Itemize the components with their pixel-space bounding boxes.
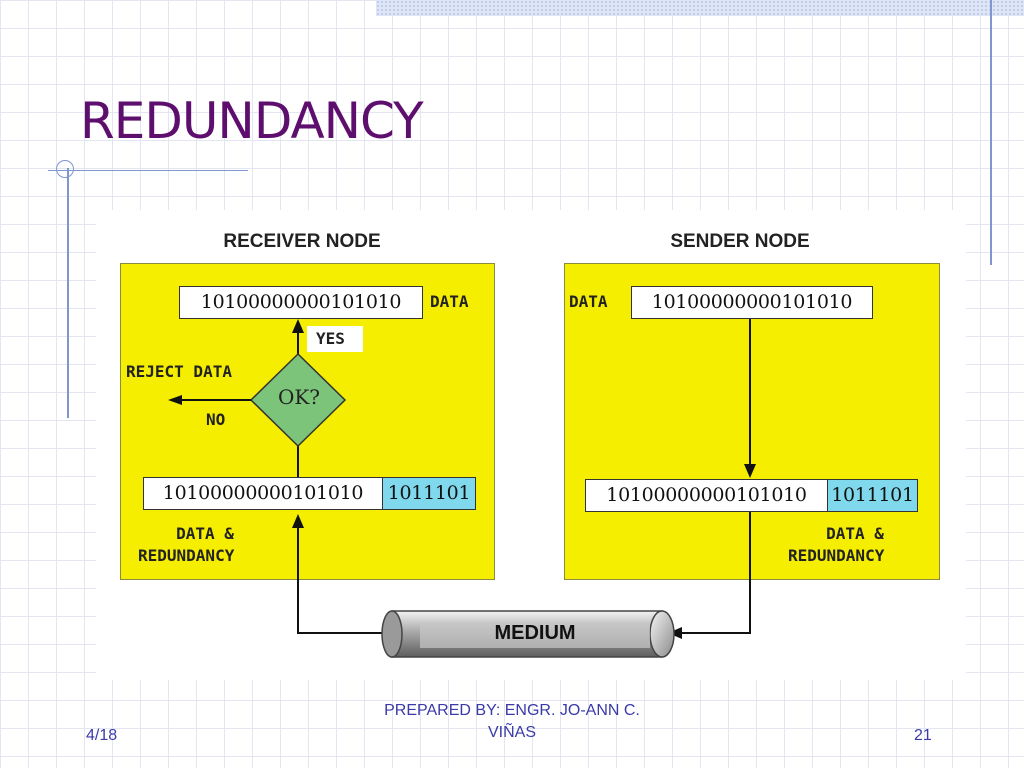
- decorative-circle: [56, 160, 74, 178]
- medium-pipe-right-cap: [649, 610, 675, 658]
- reject-data-label: REJECT DATA: [126, 362, 232, 381]
- decorative-left-rule: [67, 168, 69, 418]
- decorative-title-rule: [48, 170, 248, 171]
- sender-combined-label-line2: REDUNDANCY: [788, 546, 885, 565]
- sender-combined-label-line1: DATA &: [826, 524, 884, 543]
- slide-title: REDUNDANCY: [80, 92, 424, 150]
- decorative-top-band: [376, 0, 1024, 16]
- receiver-input-arrowhead: [292, 514, 304, 528]
- no-label: NO: [206, 410, 226, 429]
- footer-author-line2: VIÑAS: [487, 724, 536, 741]
- sender-redundancy-bits: 1011101: [827, 479, 918, 512]
- receiver-combined-label-line2: REDUNDANCY: [138, 546, 235, 565]
- sender-node-title: SENDER NODE: [670, 231, 810, 252]
- receiver-combined-data: 10100000000101010: [143, 477, 383, 510]
- footer-author-line1: PREPARED BY: ENGR. JO-ANN C.: [384, 702, 640, 719]
- receiver-combined-label-line1: DATA &: [176, 524, 234, 543]
- decision-diamond: [249, 352, 347, 448]
- sender-to-medium-line: [682, 512, 751, 634]
- sender-combined-data: 10100000000101010: [585, 479, 828, 512]
- footer-date: 4/18: [86, 727, 118, 744]
- footer-author: PREPARED BY: ENGR. JO-ANN C. VIÑAS: [352, 700, 672, 744]
- medium-input-arrowhead: [668, 627, 682, 639]
- sender-data-label: DATA: [569, 292, 608, 311]
- medium-label: MEDIUM: [494, 622, 576, 644]
- decision-label: OK?: [277, 385, 321, 409]
- yes-label: YES: [316, 329, 345, 348]
- receiver-redundancy-bits: 1011101: [382, 477, 476, 510]
- receiver-data-value: 10100000000101010: [179, 286, 423, 319]
- sender-down-arrowhead: [744, 464, 756, 478]
- receiver-data-label: DATA: [430, 292, 469, 311]
- receiver-up-arrowhead: [292, 319, 304, 333]
- medium-to-receiver-line: [297, 527, 383, 634]
- receiver-node-title: RECEIVER NODE: [223, 231, 381, 252]
- reject-arrowhead: [168, 395, 182, 405]
- footer-page-number: 21: [914, 727, 932, 744]
- medium-label-panel: [420, 622, 650, 648]
- sender-data-value: 10100000000101010: [631, 286, 873, 319]
- medium-pipe-left-end: [381, 610, 403, 658]
- decorative-right-rule: [990, 0, 992, 265]
- yes-label-background: [307, 326, 363, 352]
